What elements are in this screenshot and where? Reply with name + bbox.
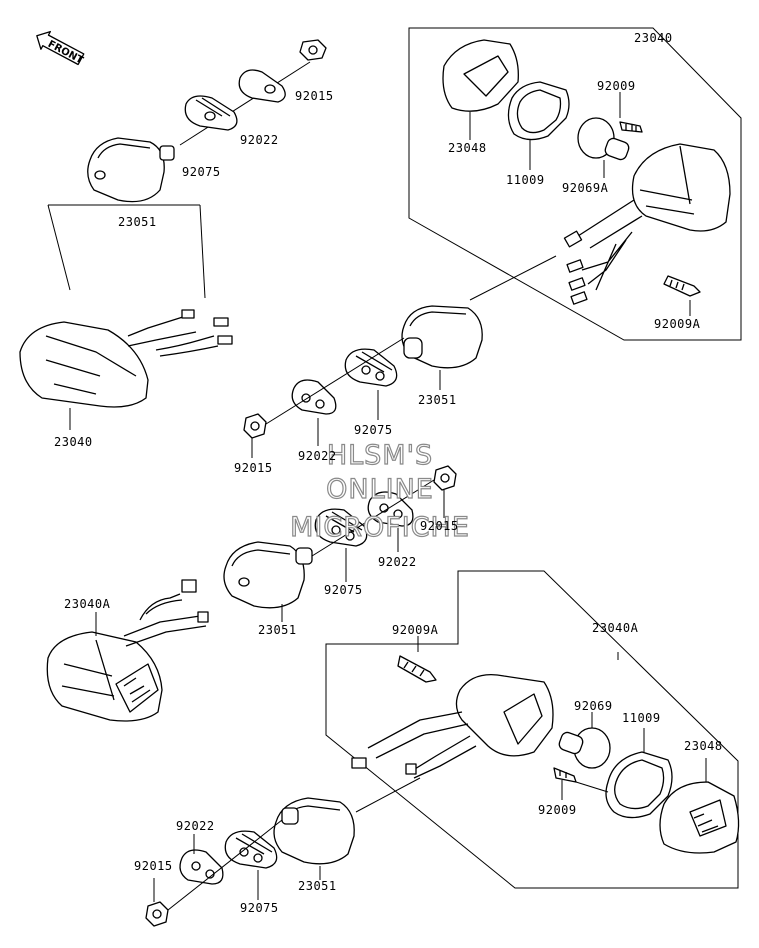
label-23040A: 23040A <box>592 621 639 635</box>
housing-23051-mid <box>401 305 483 369</box>
bulb-92069A-upper <box>577 117 630 161</box>
label-11009: 11009 <box>622 711 661 725</box>
label-92069A: 92069A <box>562 181 609 195</box>
turn-signal-23040A-left <box>46 579 209 722</box>
label-92009A: 92009A <box>392 623 439 637</box>
turn-signal-23040-left <box>19 309 233 430</box>
watermark-line3: MICROFICHE <box>290 512 470 543</box>
grommet-92075-mid <box>344 348 398 387</box>
watermark-line1: HLSM'S <box>327 440 433 471</box>
gasket-11009-lower <box>605 751 673 819</box>
label-23051: 23051 <box>418 393 457 407</box>
label-92075: 92075 <box>324 583 363 597</box>
assembly-box-lower <box>325 570 739 889</box>
nut-92015-mid <box>243 413 267 439</box>
screw-92009A-upper <box>663 275 701 297</box>
label-23051: 23051 <box>298 879 337 893</box>
label-92075: 92075 <box>354 423 393 437</box>
grommet-92075-top <box>184 95 238 131</box>
nut-92015-center <box>433 465 457 491</box>
label-92022: 92022 <box>298 449 337 463</box>
label-23048: 23048 <box>684 739 723 753</box>
assembly-box-upper <box>408 27 742 341</box>
grommet-92075-bottom <box>224 830 278 869</box>
label-23048: 23048 <box>448 141 487 155</box>
label-92075: 92075 <box>240 901 279 915</box>
plate-92022-bottom <box>179 849 224 885</box>
label-92015: 92015 <box>420 519 459 533</box>
watermark: HLSM'S ONLINE MICROFICHE <box>289 439 470 543</box>
label-23040: 23040 <box>54 435 93 449</box>
label-23040A: 23040A <box>64 597 111 611</box>
turn-signal-23040A-lower <box>351 673 554 779</box>
label-92009A: 92009A <box>654 317 701 331</box>
watermark-line2: ONLINE <box>326 474 434 505</box>
label-92022: 92022 <box>378 555 417 569</box>
front-label: FRONT <box>46 39 85 67</box>
housing-23051-bottom <box>273 797 355 865</box>
label-92015: 92015 <box>234 461 273 475</box>
screw-92009-upper <box>619 121 643 133</box>
housing-23051-center <box>223 541 313 609</box>
housing-23051-top <box>87 137 175 203</box>
label-92009: 92009 <box>538 803 577 817</box>
label-92022: 92022 <box>176 819 215 833</box>
gasket-11009-upper <box>507 81 570 141</box>
plate-92022-mid <box>291 379 337 415</box>
nut-92015-bottom <box>145 901 169 927</box>
label-92022: 92022 <box>240 133 279 147</box>
label-92009: 92009 <box>597 79 636 93</box>
plate-92022-top <box>238 69 286 103</box>
label-23051: 23051 <box>258 623 297 637</box>
bulb-92069-lower <box>558 727 611 769</box>
label-23051: 23051 <box>118 215 157 229</box>
label-92069: 92069 <box>574 699 613 713</box>
turn-signal-23040-upper <box>563 143 731 305</box>
nut-92015-top <box>299 39 327 61</box>
label-92075: 92075 <box>182 165 221 179</box>
screw-92009-lower <box>553 767 577 783</box>
lens-23048-upper <box>442 39 519 112</box>
screw-92009A-lower <box>397 655 437 683</box>
front-arrow-icon: FRONT <box>36 30 85 67</box>
label-11009: 11009 <box>506 173 545 187</box>
lens-23048-lower <box>659 781 740 854</box>
label-92015: 92015 <box>295 89 334 103</box>
label-23040: 23040 <box>634 31 673 45</box>
label-92015: 92015 <box>134 859 173 873</box>
grommet-92075-center <box>314 508 368 547</box>
